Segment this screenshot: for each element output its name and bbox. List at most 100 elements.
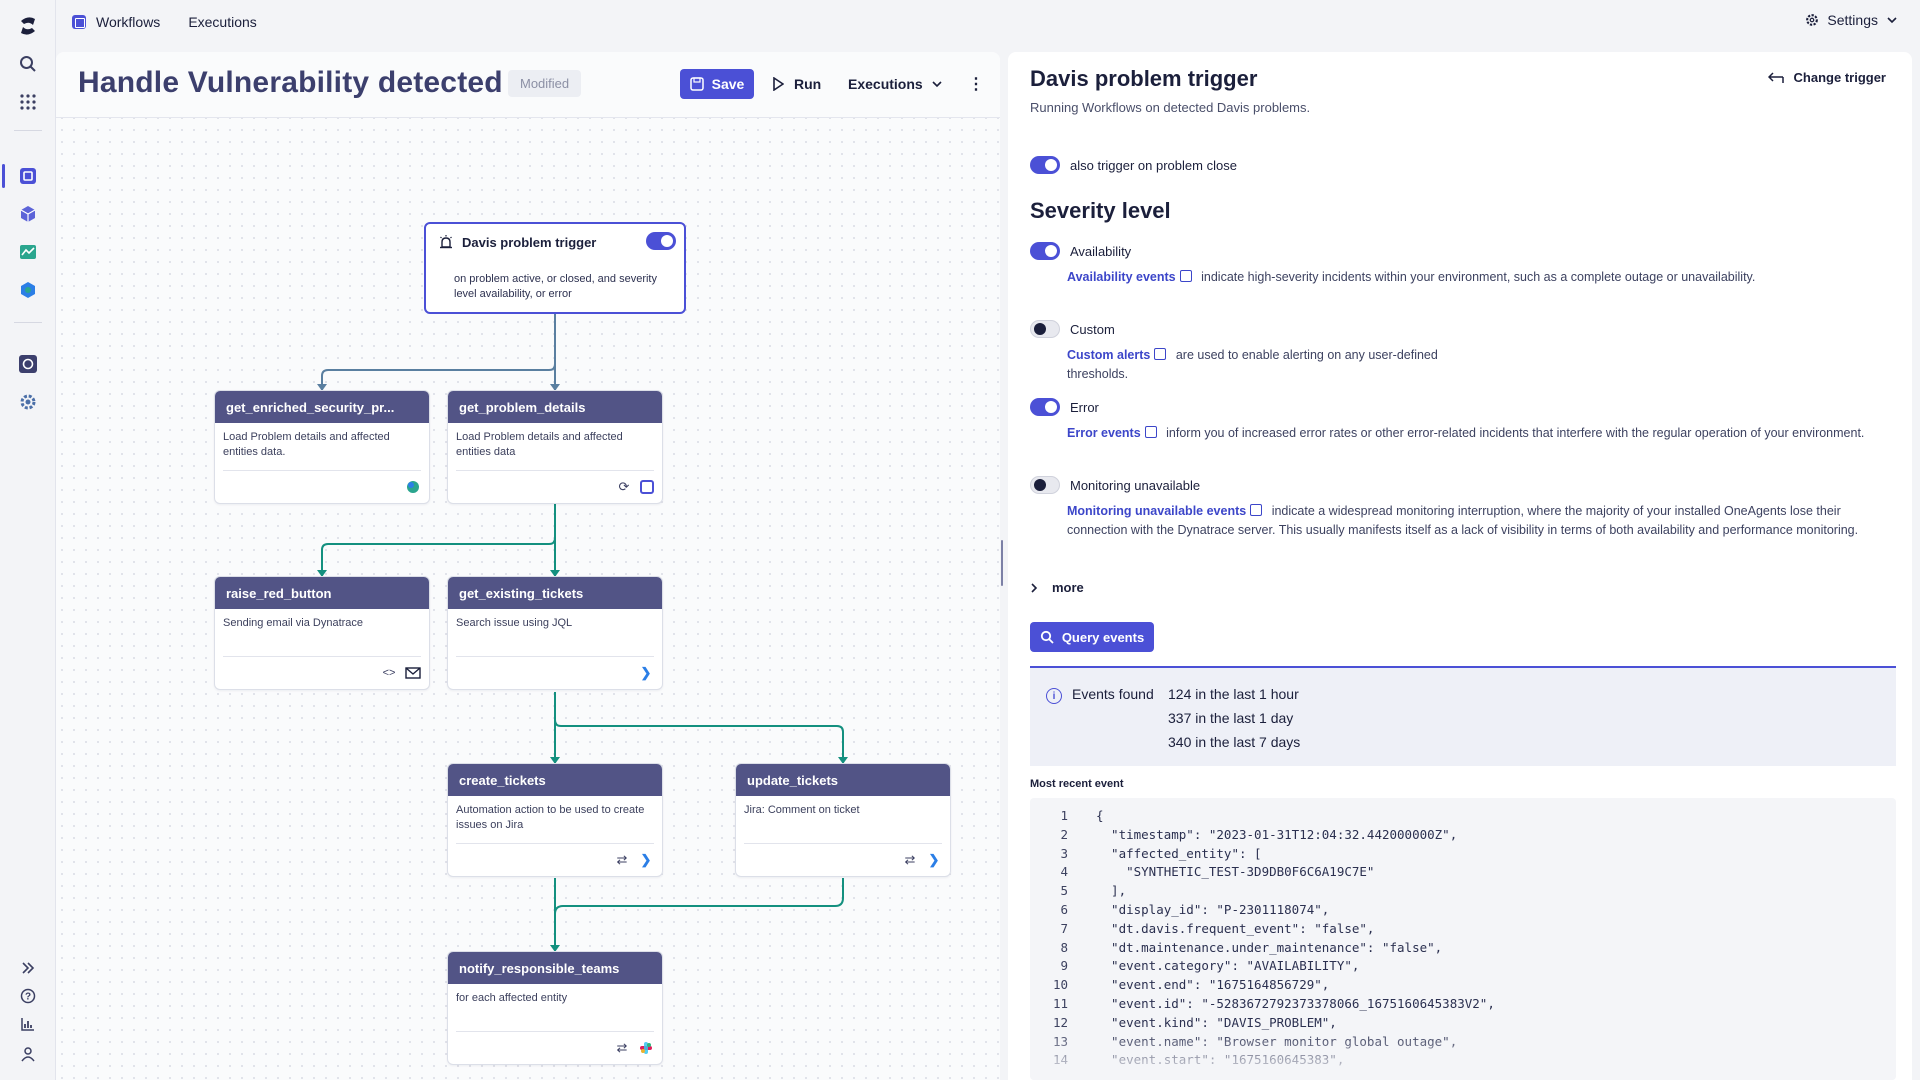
node-description: Load Problem details and affected entiti… <box>456 431 623 458</box>
nav-executions[interactable]: Executions <box>188 14 257 30</box>
node-create-tickets[interactable]: create_tickets Automation action to be u… <box>447 763 663 877</box>
jira-icon: ❯ <box>928 852 940 867</box>
query-events-button[interactable]: Query events <box>1030 622 1154 652</box>
trigger-node[interactable]: Davis problem trigger on problem active,… <box>424 222 686 314</box>
events-found-7d: 340 in the last 7 days <box>1168 734 1301 750</box>
monitoring-unavailable-toggle[interactable] <box>1030 476 1060 494</box>
custom-alerts-link[interactable]: Custom alerts <box>1067 348 1151 362</box>
change-trigger-button[interactable]: Change trigger <box>1767 70 1886 85</box>
dynatrace-logo-icon[interactable] <box>16 14 40 38</box>
node-update-tickets[interactable]: update_tickets Jira: Comment on ticket ⇄… <box>735 763 951 877</box>
apps-grid-icon[interactable] <box>16 90 40 114</box>
workflow-title[interactable]: Handle Vulnerability detected <box>78 66 503 99</box>
event-json-viewer[interactable]: 1{2 "timestamp": "2023-01-31T12:04:32.44… <box>1030 798 1896 1080</box>
node-get-enriched-security-problem[interactable]: get_enriched_security_pr... Load Problem… <box>214 390 430 504</box>
monitoring-unavailable-label: Monitoring unavailable <box>1070 477 1201 493</box>
error-text: inform you of increased error rates or o… <box>1166 426 1865 440</box>
severity-title: Severity level <box>1030 198 1171 223</box>
workflows-icon <box>72 15 86 29</box>
events-found-label: Events found <box>1072 686 1154 702</box>
cube-app-icon[interactable] <box>16 202 40 226</box>
workflow-graph: Davis problem trigger on problem active,… <box>56 118 1000 1080</box>
executions-dropdown[interactable]: Executions <box>848 69 943 99</box>
search-icon[interactable] <box>16 52 40 76</box>
workflows-app-icon[interactable] <box>16 164 40 188</box>
trigger-node-title: Davis problem trigger <box>438 234 596 250</box>
trigger-node-label: Davis problem trigger <box>462 234 597 250</box>
monitoring-unavailable-text: indicate a widespread monitoring interru… <box>1067 504 1859 537</box>
code-line: "event.kind": "DAVIS_PROBLEM", <box>1096 1014 1337 1030</box>
gear-app-icon[interactable] <box>16 390 40 414</box>
code-line-number: 9 <box>1060 958 1068 974</box>
play-icon <box>773 77 784 91</box>
trigger-enabled-toggle[interactable] <box>646 232 676 250</box>
error-toggle[interactable] <box>1030 398 1060 416</box>
node-description: Sending email via Dynatrace <box>223 617 364 629</box>
code-line-number: 8 <box>1060 939 1068 955</box>
code-line: "event.id": "-5283672792373378066_167516… <box>1096 996 1495 1011</box>
more-expander[interactable]: more <box>1030 580 1084 595</box>
workflow-header: Handle Vulnerability detected Modified S… <box>56 52 1000 118</box>
slack-icon <box>638 1040 654 1056</box>
node-notify-responsible-teams[interactable]: notify_responsible_teams for each affect… <box>447 951 663 1065</box>
change-trigger-label: Change trigger <box>1793 70 1886 85</box>
monitoring-unavailable-link[interactable]: Monitoring unavailable events <box>1067 504 1247 518</box>
help-icon[interactable]: ? <box>16 984 40 1008</box>
dashboard-app-icon[interactable] <box>16 240 40 264</box>
problem-close-toggle[interactable] <box>1030 156 1060 174</box>
loop-icon: ⇄ <box>616 852 628 867</box>
node-raise-red-button[interactable]: raise_red_button Sending email via Dynat… <box>214 576 430 690</box>
terminal-app-icon[interactable] <box>16 352 40 376</box>
settings-menu[interactable]: Settings <box>1805 12 1898 28</box>
monitoring-unavailable-description: Monitoring unavailable events indicate a… <box>1067 502 1867 540</box>
code-line-number: 1 <box>1060 808 1068 823</box>
error-description: Error events inform you of increased err… <box>1067 424 1867 443</box>
svg-text:?: ? <box>25 992 31 1003</box>
problem-close-label: also trigger on problem close <box>1070 157 1237 173</box>
custom-text: are used to enable alerting on any user-… <box>1067 348 1438 381</box>
code-line: "affected_entity": [ <box>1096 845 1262 861</box>
code-line: ], <box>1096 883 1127 899</box>
external-link-icon <box>1154 348 1167 360</box>
trigger-node-description: on problem active, or closed, and severi… <box>454 273 657 300</box>
edges <box>317 314 848 952</box>
globe-icon <box>405 479 421 495</box>
error-events-link[interactable]: Error events <box>1067 426 1141 440</box>
code-line: "SYNTHETIC_TEST-3D9DB0F6C6A19C7E" <box>1096 864 1375 880</box>
workflow-canvas[interactable]: Handle Vulnerability detected Modified S… <box>56 52 1000 1080</box>
node-get-existing-tickets[interactable]: get_existing_tickets Search issue using … <box>447 576 663 690</box>
code-line: "display_id": "P-2301118074", <box>1096 902 1330 917</box>
node-title: create_tickets <box>448 764 662 796</box>
expand-icon[interactable] <box>16 956 40 980</box>
chart-icon[interactable] <box>16 1012 40 1036</box>
refresh-icon: ⟳ <box>618 479 630 494</box>
custom-toggle[interactable] <box>1030 320 1060 338</box>
hexagon-app-icon[interactable] <box>16 278 40 302</box>
chevron-down-icon <box>1887 17 1897 24</box>
user-icon[interactable] <box>16 1042 40 1066</box>
node-title: update_tickets <box>736 764 950 796</box>
availability-events-link[interactable]: Availability events <box>1067 270 1176 284</box>
severity-availability-row: Availability <box>1030 242 1131 260</box>
jira-icon: ❯ <box>640 852 652 867</box>
save-button[interactable]: Save <box>680 69 754 99</box>
code-line-number: 10 <box>1052 977 1068 993</box>
severity-monitoring-row: Monitoring unavailable <box>1030 476 1200 494</box>
top-bar: Workflows Executions Settings <box>56 0 1920 44</box>
more-options-button[interactable]: ⋮ <box>968 76 984 93</box>
node-title: notify_responsible_teams <box>448 952 662 984</box>
most-recent-event-label: Most recent event <box>1030 778 1124 790</box>
panel-resize-handle[interactable] <box>1001 540 1003 586</box>
availability-text: indicate high-severity incidents within … <box>1201 270 1756 284</box>
node-title: get_problem_details <box>448 391 662 423</box>
workflow-action-icon <box>640 480 654 494</box>
availability-toggle[interactable] <box>1030 242 1060 260</box>
custom-description: Custom alerts are used to enable alertin… <box>1067 346 1467 384</box>
nav-workflows[interactable]: Workflows <box>96 14 161 30</box>
code-line: "timestamp": "2023-01-31T12:04:32.442000… <box>1096 826 1458 842</box>
code-line-number: 3 <box>1060 845 1068 861</box>
save-icon <box>689 77 704 91</box>
node-get-problem-details[interactable]: get_problem_details Load Problem details… <box>447 390 663 504</box>
run-button[interactable]: Run <box>772 69 821 99</box>
info-icon: i <box>1046 688 1062 704</box>
